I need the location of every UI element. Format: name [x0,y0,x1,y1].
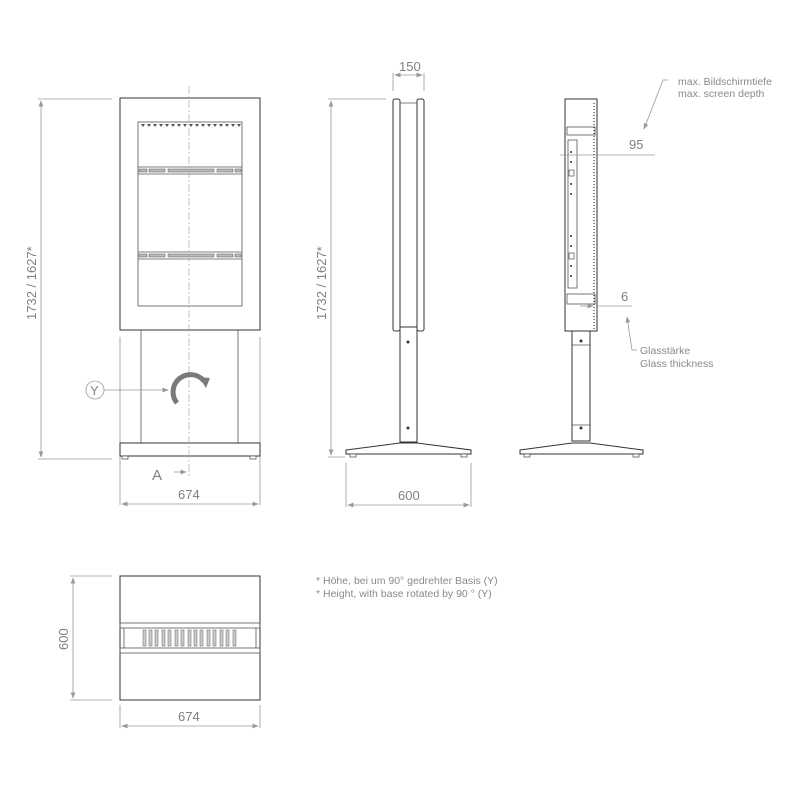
glass-label-en: Glass thickness [640,358,714,370]
front-view: 1732 / 1627* [24,86,261,507]
top-width-dim: 674 [178,709,200,724]
front-width-dim: 674 [178,487,200,502]
vent-slots [142,629,237,647]
section-view: 95 max. Bildschirmtiefe max. screen dept… [519,76,772,458]
display-head-frame [119,97,261,331]
mounting-rail-lower [138,251,242,260]
mounting-rail-upper [138,166,242,175]
screen-depth-dim: 95 [629,137,643,152]
screen-opening [137,121,243,307]
side-view: 1732 / 1627* 150 600 [314,59,472,508]
top-depth-dim: 600 [56,628,71,650]
rotation-callout-label: Y [90,383,99,398]
mount-bracket [567,139,578,289]
glass-dim: 6 [621,289,628,304]
top-vent-teeth [141,124,241,127]
glass-label-de: Glasstärke [640,345,690,357]
top-outline [119,575,261,701]
front-height-dim: 1732 / 1627* [24,246,39,320]
side-depth-dim: 150 [399,59,421,74]
screen-depth-label-en: max. screen depth [678,88,765,100]
screen-depth-label-de: max. Bildschirmtiefe [678,76,772,88]
column [399,326,418,443]
section-label: A [152,467,162,484]
footnote: * Höhe, bei um 90° gedrehter Basis (Y) *… [316,575,498,600]
side-base-width-dim: 600 [398,488,420,503]
rotate-arrow-icon [170,372,210,405]
footnote-en: * Height, with base rotated by 90 ° (Y) [316,588,492,600]
side-height-dim: 1732 / 1627* [314,246,329,320]
footnote-de: * Höhe, bei um 90° gedrehter Basis (Y) [316,575,498,587]
base-plate [119,442,261,457]
top-view: 600 674 [56,575,261,729]
foot [345,442,472,455]
